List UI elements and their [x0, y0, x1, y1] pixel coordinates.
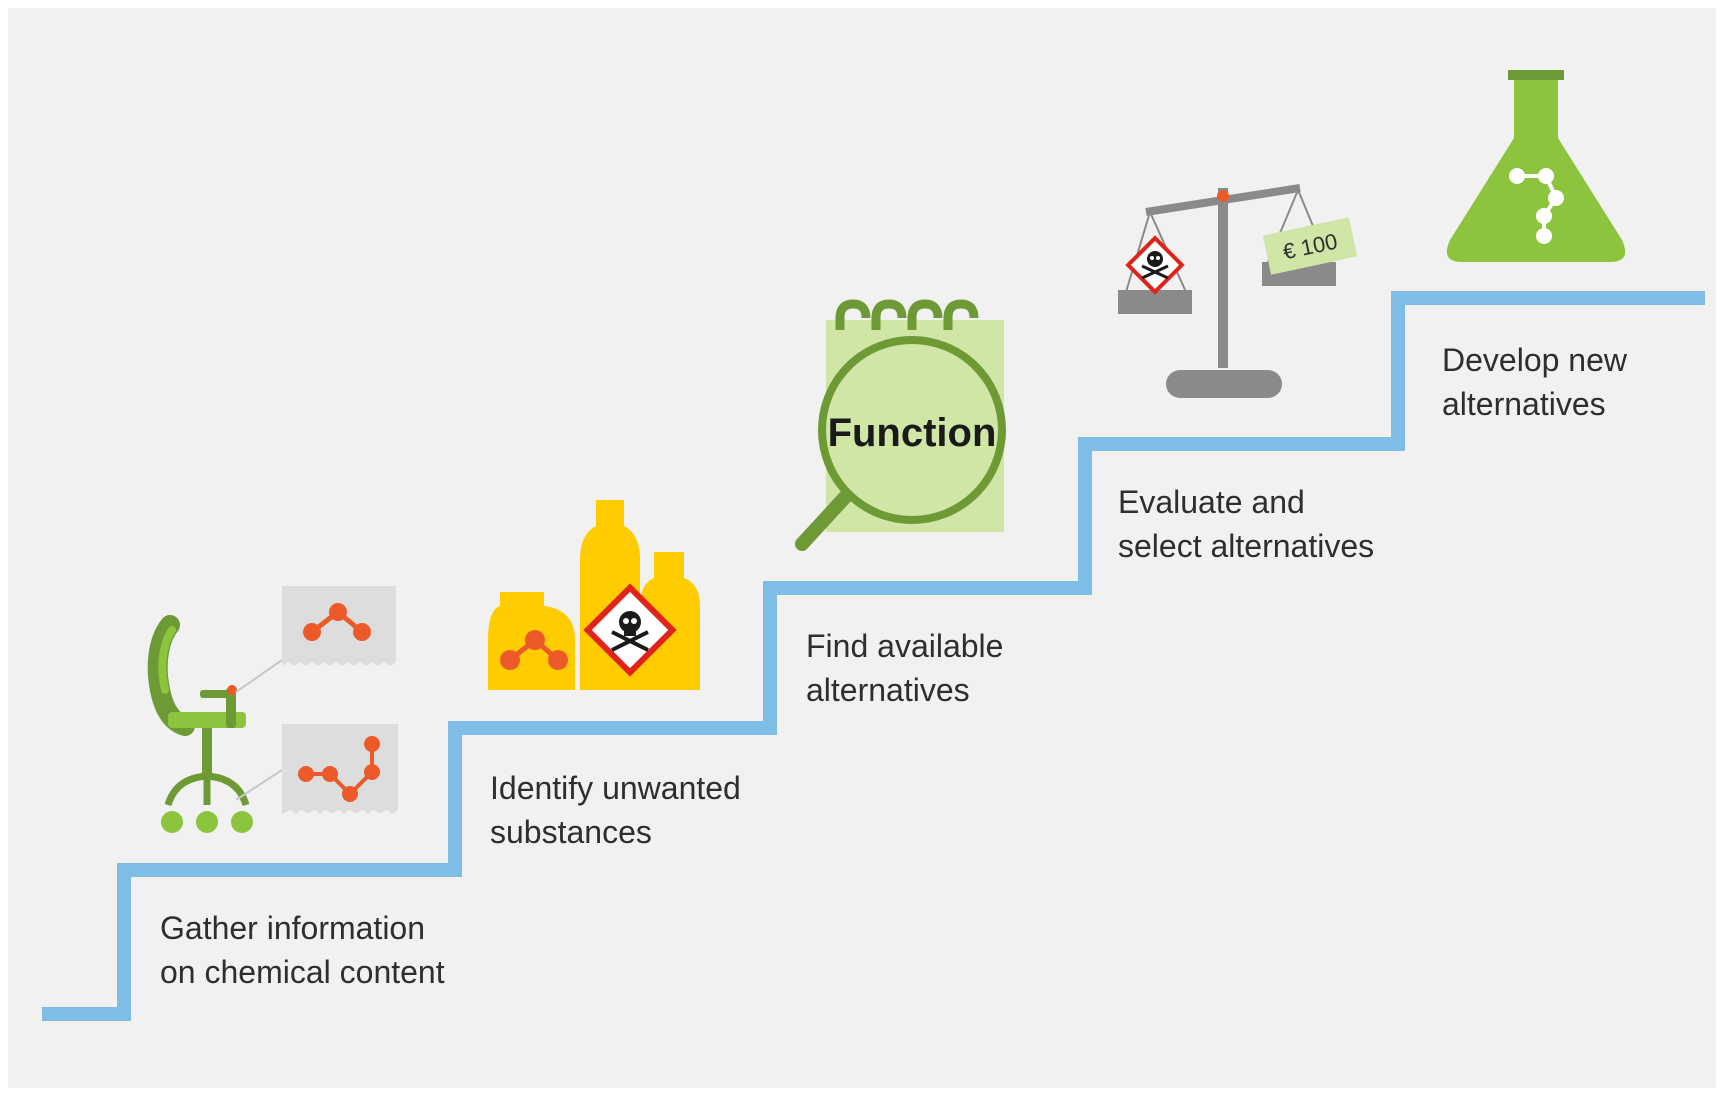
diagram-background	[8, 8, 1716, 1088]
step-label-line: Find available	[806, 628, 1004, 664]
lab-flask-icon	[1446, 70, 1626, 262]
molecule-document-icon	[282, 586, 396, 666]
step-label-line: Identify unwanted	[490, 770, 741, 806]
step-label-develop-new: Develop new alternatives	[1442, 338, 1627, 426]
step-label-gather-information: Gather information on chemical content	[160, 906, 445, 994]
balance-scale-icon: € 100	[1118, 184, 1358, 398]
step-label-line: on chemical content	[160, 954, 445, 990]
step-label-line: alternatives	[1442, 386, 1606, 422]
skull-hazard-icon	[1125, 235, 1185, 295]
office-chair-icon	[147, 615, 253, 833]
staircase-line	[42, 291, 1705, 1021]
hazard-bottles-icon	[488, 500, 700, 690]
office-chair-with-molecule-labels-icon	[147, 586, 398, 833]
step-label-line: Develop new	[1442, 342, 1627, 378]
molecule-document-icon	[282, 724, 398, 814]
step-label-evaluate-select: Evaluate and select alternatives	[1118, 480, 1374, 568]
step-label-line: alternatives	[806, 672, 970, 708]
step-label-line: select alternatives	[1118, 528, 1375, 564]
notepad-magnifier-icon: Function	[795, 299, 1006, 551]
step-label-identify-unwanted: Identify unwanted substances	[490, 766, 741, 854]
step-label-line: Evaluate and	[1118, 484, 1305, 520]
step-label-find-alternatives: Find available alternatives	[806, 624, 1003, 712]
step-label-line: Gather information	[160, 910, 426, 946]
function-note: Function	[828, 411, 997, 455]
step-label-line: substances	[490, 814, 652, 850]
price-tag-icon: € 100	[1262, 217, 1358, 275]
skull-hazard-icon	[583, 583, 677, 677]
